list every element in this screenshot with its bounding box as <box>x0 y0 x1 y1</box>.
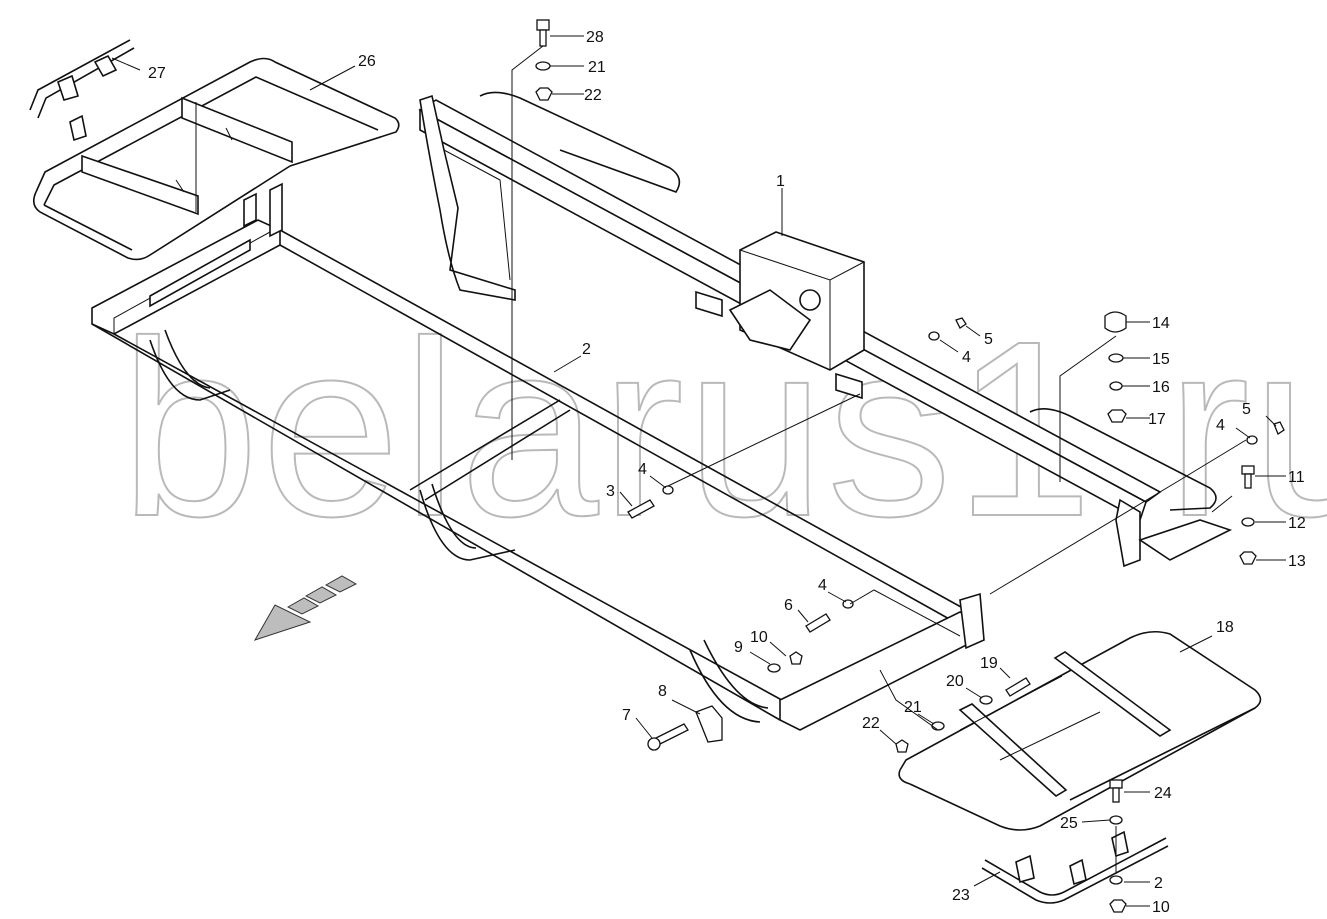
callout-16: 16 <box>1152 379 1170 396</box>
callout-28: 28 <box>586 29 604 46</box>
clamp-rod-bottom <box>981 830 1169 904</box>
callout-18: 18 <box>1216 619 1234 636</box>
callout-4: 4 <box>962 349 971 366</box>
callout-11: 11 <box>1288 469 1305 486</box>
callout-21: 21 <box>588 59 606 76</box>
callout-25: 25 <box>1060 815 1078 832</box>
callout-15: 15 <box>1152 351 1170 368</box>
crossbeam-assembly <box>418 91 1233 568</box>
handrail-left-assembly <box>32 57 400 261</box>
callout-23: 23 <box>952 887 970 904</box>
callout-14: 14 <box>1152 315 1170 332</box>
direction-arrow-icon <box>253 575 358 641</box>
callout-22: 22 <box>584 87 602 104</box>
callout-9: 9 <box>734 639 743 656</box>
callout-7: 7 <box>622 707 631 724</box>
clamp-rod-top <box>29 39 135 142</box>
callout-13: 13 <box>1288 553 1306 570</box>
callout-2: 2 <box>582 341 591 358</box>
callout-22: 22 <box>862 715 880 732</box>
callout-3: 3 <box>606 483 615 500</box>
callout-5: 5 <box>984 331 993 348</box>
callout-27: 27 <box>148 65 166 82</box>
callout-4: 4 <box>818 577 827 594</box>
hardware <box>535 19 1285 913</box>
callout-5: 5 <box>1242 401 1251 418</box>
callout-26: 26 <box>358 53 376 70</box>
callout-4: 4 <box>638 461 647 478</box>
callout-12: 12 <box>1288 515 1306 532</box>
callout-17: 17 <box>1148 411 1166 428</box>
callout-10: 10 <box>1152 899 1170 916</box>
callout-21: 21 <box>904 699 922 716</box>
callout-2: 2 <box>1154 875 1163 892</box>
callout-8: 8 <box>658 683 667 700</box>
callout-10: 10 <box>750 629 768 646</box>
callout-1: 1 <box>776 173 785 190</box>
callout-19: 19 <box>980 655 998 672</box>
callout-6: 6 <box>784 597 793 614</box>
main-frame <box>91 182 985 731</box>
footrest-right <box>898 630 1262 831</box>
callout-20: 20 <box>946 673 964 690</box>
watermark-text: belarus1.ru <box>120 289 1327 568</box>
callout-4: 4 <box>1216 417 1225 434</box>
leader-lines <box>111 35 1286 907</box>
callout-labels: 28 21 22 27 26 1 14 15 16 17 5 4 2 5 4 1… <box>148 29 1306 916</box>
callout-24: 24 <box>1154 785 1172 802</box>
